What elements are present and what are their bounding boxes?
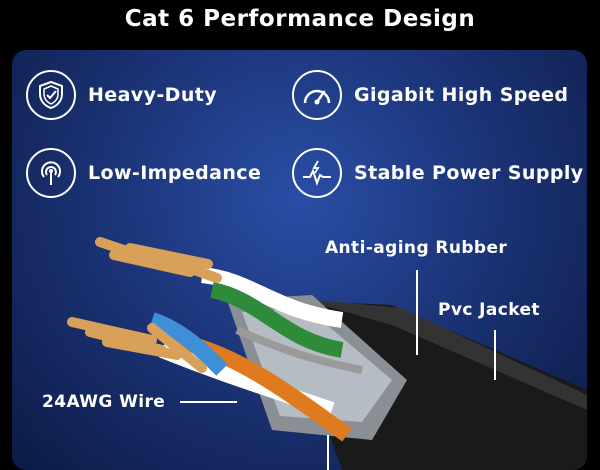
shield-check-icon <box>26 70 76 120</box>
cable-illustration <box>67 237 587 470</box>
callout-24awg-wire: 24AWG Wire <box>42 392 166 412</box>
feature-label: Low-Impedance <box>88 162 262 184</box>
feature-low-impedance: Low-Impedance <box>26 148 261 198</box>
page-title: Cat 6 Performance Design <box>124 6 476 32</box>
blue-pair <box>149 312 228 376</box>
feature-panel: Heavy-Duty Gigabit High Speed Low-Impeda… <box>12 50 587 470</box>
copper-conductors <box>67 237 222 373</box>
feature-label: Heavy-Duty <box>88 84 218 106</box>
feature-label: Stable Power Supply <box>354 162 584 184</box>
feature-gigabit-speed: Gigabit High Speed <box>292 70 568 120</box>
green-pair <box>210 282 344 358</box>
feature-label: Gigabit High Speed <box>354 84 569 106</box>
speedometer-icon <box>292 70 342 120</box>
callout-pvc-jacket: Pvc Jacket <box>438 300 540 320</box>
power-pulse-icon <box>292 148 342 198</box>
feature-heavy-duty: Heavy-Duty <box>26 70 217 120</box>
callout-anti-aging-rubber: Anti-aging Rubber <box>325 238 508 258</box>
feature-stable-power: Stable Power Supply <box>292 148 584 198</box>
signal-antenna-icon <box>26 148 76 198</box>
